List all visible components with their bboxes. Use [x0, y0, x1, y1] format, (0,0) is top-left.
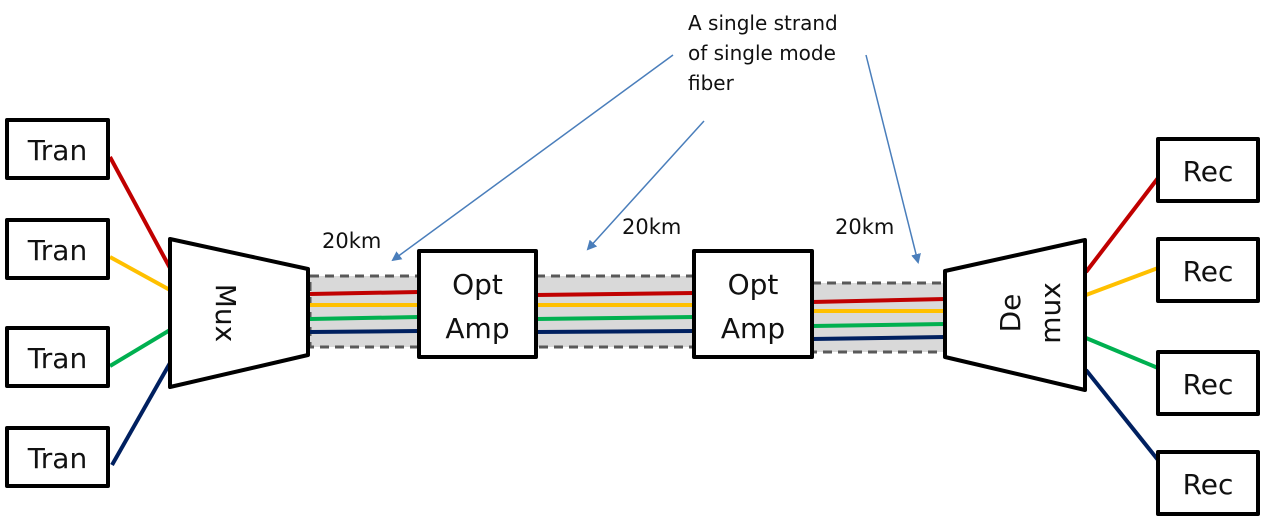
distance-label: 20km [835, 215, 894, 239]
rx-link-green [1085, 336, 1159, 370]
optical-amplifier: Opt Amp [692, 249, 814, 359]
transmitter-box: Tran [5, 326, 110, 388]
receiver-label: Rec [1183, 255, 1234, 288]
rx-link-yellow [1085, 266, 1159, 297]
fiber-channel-blue [309, 329, 420, 334]
annotation-line: of single mode [688, 41, 836, 65]
distance-label: 20km [622, 215, 681, 239]
fiber-segment-3 [810, 281, 947, 354]
receiver-box: Rec [1156, 450, 1260, 516]
transmitter-box: Tran [5, 218, 110, 280]
tx-link-blue [110, 362, 172, 466]
transmitter-label: Tran [27, 234, 87, 267]
transmitter-label: Tran [27, 442, 87, 475]
receiver-box: Rec [1156, 137, 1260, 203]
tx-link-yellow [109, 255, 171, 292]
fiber-channel-blue [535, 329, 695, 334]
demux-block: De mux [943, 238, 1087, 392]
mux-label: Mux [209, 284, 242, 342]
receiver-box: Rec [1156, 350, 1260, 416]
receiver-box: Rec [1156, 237, 1260, 303]
mux-block: Mux [168, 237, 310, 389]
rx-link-red [1084, 176, 1160, 274]
demux-label-line2: mux [1034, 282, 1067, 344]
fiber-segment [810, 281, 947, 354]
distance-label: 20km [322, 229, 381, 253]
fiber-segment-1 [308, 274, 421, 349]
fiber-segment-2 [534, 274, 696, 349]
transmitter-box: Tran [5, 426, 110, 488]
annotation-line: fiber [688, 71, 735, 95]
receiver-label: Rec [1183, 368, 1234, 401]
amplifier-label-line2: Amp [445, 312, 509, 345]
receiver-label: Rec [1183, 468, 1234, 501]
fiber-channel-blue [811, 335, 946, 341]
rx-link-blue [1084, 368, 1160, 462]
fiber-channel-red [535, 291, 695, 297]
tx-link-red [108, 156, 172, 269]
transmitter-label: Tran [27, 342, 87, 375]
demux-label-line1: De [994, 294, 1027, 333]
fiber-channel-green [309, 315, 420, 321]
annotation-note: A single strand of single mode fiber [688, 11, 838, 95]
annotation-arrow-icon [865, 54, 921, 264]
fiber-channel-red [811, 297, 946, 304]
amplifier-label-line1: Opt [728, 268, 779, 301]
optical-amplifier: Opt Amp [417, 249, 538, 359]
receiver-label: Rec [1183, 155, 1234, 188]
amplifier-label-line2: Amp [721, 312, 785, 345]
fiber-channel-green [535, 315, 695, 321]
amplifier-label-line1: Opt [452, 268, 503, 301]
transmitter-label: Tran [27, 134, 87, 167]
annotation-arrow-icon [586, 120, 705, 251]
annotation-line: A single strand [688, 11, 838, 35]
transmitter-box: Tran [5, 118, 110, 180]
annotation-arrow-icon [391, 54, 674, 262]
fiber-channel-green [811, 322, 946, 328]
fiber-segment [534, 274, 696, 349]
fiber-segment [308, 274, 421, 349]
tx-link-green [108, 328, 172, 368]
fiber-channel-red [309, 290, 420, 296]
